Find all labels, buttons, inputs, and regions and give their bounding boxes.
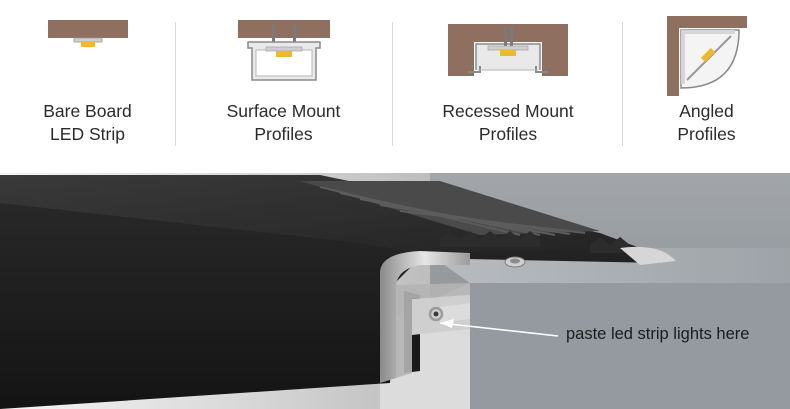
category-label: Bare Board LED Strip bbox=[0, 100, 175, 146]
category-label-line2: Profiles bbox=[478, 124, 538, 144]
category-recessed-mount: Recessed Mount Profiles bbox=[393, 0, 623, 162]
category-label-line1: Surface Mount bbox=[226, 101, 341, 121]
category-label: Recessed Mount Profiles bbox=[393, 100, 623, 146]
category-label-line2: Profiles bbox=[677, 124, 736, 144]
bare-board-strip-icon bbox=[47, 20, 128, 47]
stair-nosing-profile-illustration bbox=[0, 173, 790, 409]
product-photo: paste led strip lights here bbox=[0, 173, 790, 409]
angled-profile-icon bbox=[666, 16, 747, 96]
category-label: Angled Profiles bbox=[623, 100, 790, 146]
category-label: Surface Mount Profiles bbox=[176, 100, 391, 146]
category-strip: Bare Board LED Strip Surface Mount Profi… bbox=[0, 0, 790, 162]
callout-text: paste led strip lights here bbox=[566, 325, 750, 343]
surface-mount-profile-icon bbox=[237, 20, 330, 81]
category-bare-board: Bare Board LED Strip bbox=[0, 0, 175, 162]
category-surface-mount: Surface Mount Profiles bbox=[176, 0, 391, 162]
divider bbox=[622, 22, 623, 146]
divider bbox=[175, 22, 176, 146]
category-label-line2: Profiles bbox=[254, 124, 313, 144]
divider bbox=[392, 22, 393, 146]
recessed-mount-profile-icon bbox=[448, 24, 568, 76]
category-label-line1: Recessed Mount bbox=[442, 101, 574, 121]
category-label-line1: Bare Board bbox=[43, 101, 132, 121]
category-label-line2: LED Strip bbox=[50, 124, 125, 144]
category-angled: Angled Profiles bbox=[623, 0, 790, 162]
category-label-line1: Angled bbox=[679, 101, 734, 121]
